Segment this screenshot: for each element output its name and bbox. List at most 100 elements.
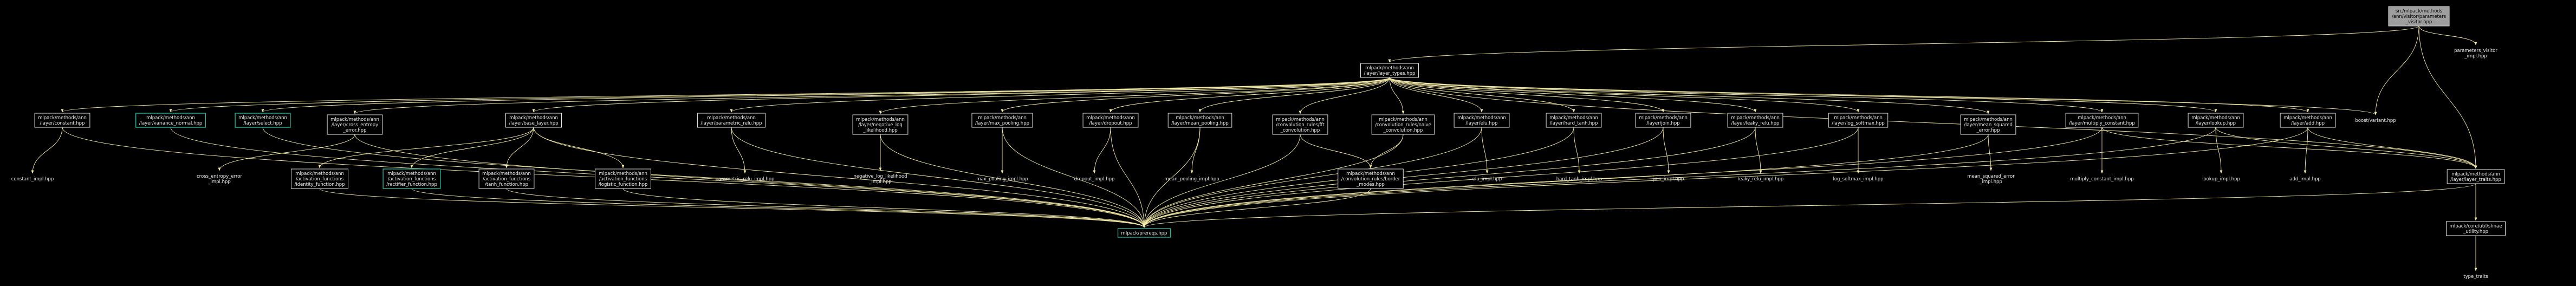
- graph-node-constant[interactable]: mlpack/methods/ann/layer/constant.hpp: [34, 113, 90, 128]
- graph-node-pv-impl[interactable]: parameters_visitor_impl.hpp: [2454, 48, 2497, 59]
- edge-max-pooling-to-prereqs: [1002, 127, 1146, 228]
- edge-lookup-to-lookup-impl: [2215, 127, 2223, 174]
- graph-node-mean-squared[interactable]: mlpack/methods/ann/layer/mean_squared_er…: [1960, 114, 2016, 135]
- edge-root-to-pv-impl: [2418, 25, 2477, 46]
- edge-select-to-prereqs: [262, 127, 1146, 228]
- graph-node-negative-log-impl[interactable]: negative_log_likelihood_impl.hpp: [853, 174, 907, 185]
- graph-node-conv-naive[interactable]: mlpack/methods/ann/convolution_rules/nai…: [1371, 114, 1435, 135]
- node-box: [1360, 63, 1419, 78]
- node-box: [2446, 221, 2506, 236]
- edge-conv-naive-to-prereqs: [1143, 134, 1404, 228]
- node-label: mlpack/methods/ann: [599, 171, 647, 177]
- graph-node-join[interactable]: mlpack/methods/ann/layer/join.hpp: [1635, 113, 1691, 128]
- node-label: mlpack/methods/ann: [1549, 115, 1598, 121]
- node-label: /ann/visitor/parameters: [2392, 14, 2447, 20]
- edge-layer-types-to-cross-entropy: [353, 77, 1390, 114]
- node-label: /activation_functions: [599, 177, 647, 182]
- edge-add-to-add-impl: [2304, 127, 2308, 174]
- node-box: [1167, 113, 1232, 128]
- graph-node-hard-tanh-impl[interactable]: hard_tanh_impl.hpp: [1556, 177, 1602, 182]
- graph-node-log-softmax-impl[interactable]: log_softmax_impl.hpp: [1833, 177, 1883, 182]
- graph-node-base-layer[interactable]: mlpack/methods/ann/layer/base_layer.hpp: [505, 113, 562, 128]
- graph-node-dropout[interactable]: mlpack/methods/ann/layer/dropout.hpp: [1082, 113, 1139, 128]
- graph-node-lookup-impl[interactable]: lookup_impl.hpp: [2202, 177, 2240, 182]
- node-label: /activation_functions: [388, 177, 436, 182]
- edge-conv-fft-to-prereqs: [1143, 134, 1301, 228]
- graph-node-join-impl[interactable]: join_impl.hpp: [1653, 177, 1684, 182]
- graph-node-select[interactable]: mlpack/methods/ann/layer/select.hpp: [235, 113, 291, 128]
- graph-node-leaky-relu-impl[interactable]: leaky_relu_impl.hpp: [1738, 177, 1784, 182]
- edge-layer-types-to-conv-naive: [1389, 77, 1405, 114]
- node-box: [1454, 113, 1510, 128]
- node-box: [2447, 169, 2505, 184]
- node-box: [1272, 114, 1328, 135]
- graph-node-layer-traits[interactable]: mlpack/methods/ann/layer/layer_traits.hp…: [2447, 169, 2505, 184]
- node-label: _modes.hpp: [1356, 182, 1385, 187]
- graph-node-cross-entropy[interactable]: mlpack/methods/ann/layer/cross_entropy_e…: [327, 114, 383, 135]
- graph-node-parametric-relu[interactable]: mlpack/methods/ann/layer/parametric_relu…: [697, 113, 766, 128]
- edge-join-to-join-impl: [1663, 127, 1670, 174]
- node-label: /logistic_function.hpp: [599, 182, 648, 187]
- node-label: mlpack/methods/ann: [856, 117, 905, 122]
- graph-node-type-traits[interactable]: type_traits: [2463, 274, 2488, 280]
- graph-node-negative-log[interactable]: mlpack/methods/ann/layer/negative_log_li…: [852, 114, 909, 135]
- graph-node-border-modes[interactable]: mlpack/methods/ann/convolution_rules/bor…: [1338, 168, 1404, 189]
- graph-node-conv-fft[interactable]: mlpack/methods/ann/convolution_rules/fft…: [1272, 114, 1328, 135]
- graph-node-hard-tanh[interactable]: mlpack/methods/ann/layer/hard_tanh.hpp: [1546, 113, 1602, 128]
- graph-node-max-pooling[interactable]: mlpack/methods/ann/layer/max_pooling.hpp: [971, 113, 1033, 128]
- node-label: /convolution_rules/border: [1341, 177, 1400, 182]
- graph-node-rectifier-fn[interactable]: mlpack/methods/ann/activation_functions/…: [382, 168, 441, 189]
- graph-node-sfinae[interactable]: mlpack/core/util/sfinae_utility.hpp: [2446, 221, 2506, 236]
- node-label: mlpack/methods/ann: [330, 117, 379, 122]
- node-label: mlpack/methods/ann: [482, 171, 531, 177]
- graph-node-boost-variant[interactable]: boost/variant.hpp: [2355, 118, 2396, 123]
- graph-node-mean-pooling[interactable]: mlpack/methods/ann/layer/mean_pooling.hp…: [1167, 113, 1232, 128]
- graph-node-multiply-constant[interactable]: mlpack/methods/ann/layer/multiply_consta…: [2065, 113, 2139, 128]
- node-box: [1117, 228, 1171, 238]
- graph-node-variance-normal[interactable]: mlpack/methods/ann/layer/variance_normal…: [135, 113, 206, 128]
- graph-node-mean-squared-impl[interactable]: mean_squared_error_impl.hpp: [1967, 174, 2015, 185]
- node-label: mlpack/prereqs.hpp: [1121, 231, 1167, 236]
- node-label: boost/variant.hpp: [2355, 118, 2396, 123]
- node-label: mlpack/methods/ann: [1457, 115, 1506, 121]
- graph-node-parametric-relu-impl[interactable]: parametric_relu_impl.hpp: [716, 177, 775, 182]
- node-label: /activation_functions: [296, 177, 344, 182]
- node-label: _likelihood.hpp: [862, 128, 898, 133]
- edge-logistic-fn-to-prereqs: [622, 188, 1146, 228]
- graph-node-mean-pooling-impl[interactable]: mean_pooling_impl.hpp: [1164, 177, 1219, 182]
- graph-node-multiply-constant-impl[interactable]: multiply_constant_impl.hpp: [2070, 177, 2133, 182]
- edge-layer: [31, 25, 2477, 271]
- node-label: hard_tanh_impl.hpp: [1556, 177, 1602, 182]
- node-label: mlpack/methods/ann: [1639, 115, 1688, 121]
- node-label: /layer/add.hpp: [2291, 121, 2325, 126]
- graph-node-prereqs[interactable]: mlpack/prereqs.hpp: [1117, 228, 1171, 238]
- edge-base-layer-to-tanh-fn: [505, 127, 534, 168]
- graph-node-elu[interactable]: mlpack/methods/ann/layer/elu.hpp: [1454, 113, 1510, 128]
- node-label: /layer/log_softmax.hpp: [1832, 121, 1884, 126]
- node-label: /rectifier_function.hpp: [386, 182, 437, 187]
- node-label: mlpack/methods/ann: [295, 171, 344, 177]
- graph-node-max-pooling-impl[interactable]: max_pooling_impl.hpp: [976, 177, 1028, 182]
- graph-node-cross-entropy-impl[interactable]: cross_entropy_error_impl.hpp: [197, 174, 243, 185]
- edge-constant-to-constant-impl: [31, 127, 63, 174]
- graph-node-layer-types[interactable]: mlpack/methods/ann/layer/layer_types.hpp: [1360, 63, 1419, 78]
- graph-node-elu-impl[interactable]: elu_impl.hpp: [1472, 177, 1502, 182]
- node-label: constant_impl.hpp: [11, 177, 54, 182]
- node-label: mlpack/methods/ann: [2283, 115, 2332, 121]
- graph-node-log-softmax[interactable]: mlpack/methods/ann/layer/log_softmax.hpp: [1828, 113, 1889, 128]
- graph-node-lookup[interactable]: mlpack/methods/ann/layer/lookup.hpp: [2188, 113, 2244, 128]
- graph-node-add-impl[interactable]: add_impl.hpp: [2289, 177, 2321, 182]
- graph-node-tanh-fn[interactable]: mlpack/methods/ann/activation_functions/…: [478, 168, 535, 189]
- node-box: [505, 113, 562, 128]
- graph-node-dropout-impl[interactable]: dropout_impl.hpp: [1074, 177, 1115, 182]
- node-label: _visitor.hpp: [2405, 20, 2432, 25]
- graph-node-root[interactable]: src/mlpack/methods/ann/visitor/parameter…: [2388, 6, 2450, 27]
- graph-node-logistic-fn[interactable]: mlpack/methods/ann/activation_functions/…: [595, 168, 651, 189]
- graph-node-constant-impl[interactable]: constant_impl.hpp: [11, 177, 54, 182]
- node-label: mlpack/methods/ann: [978, 115, 1027, 121]
- graph-node-leaky-relu[interactable]: mlpack/methods/ann/layer/leaky_relu.hpp: [1727, 113, 1783, 128]
- graph-node-add[interactable]: mlpack/methods/ann/layer/add.hpp: [2280, 113, 2336, 128]
- graph-node-identity-fn[interactable]: mlpack/methods/ann/activation_functions/…: [290, 168, 349, 189]
- node-box: [697, 113, 766, 128]
